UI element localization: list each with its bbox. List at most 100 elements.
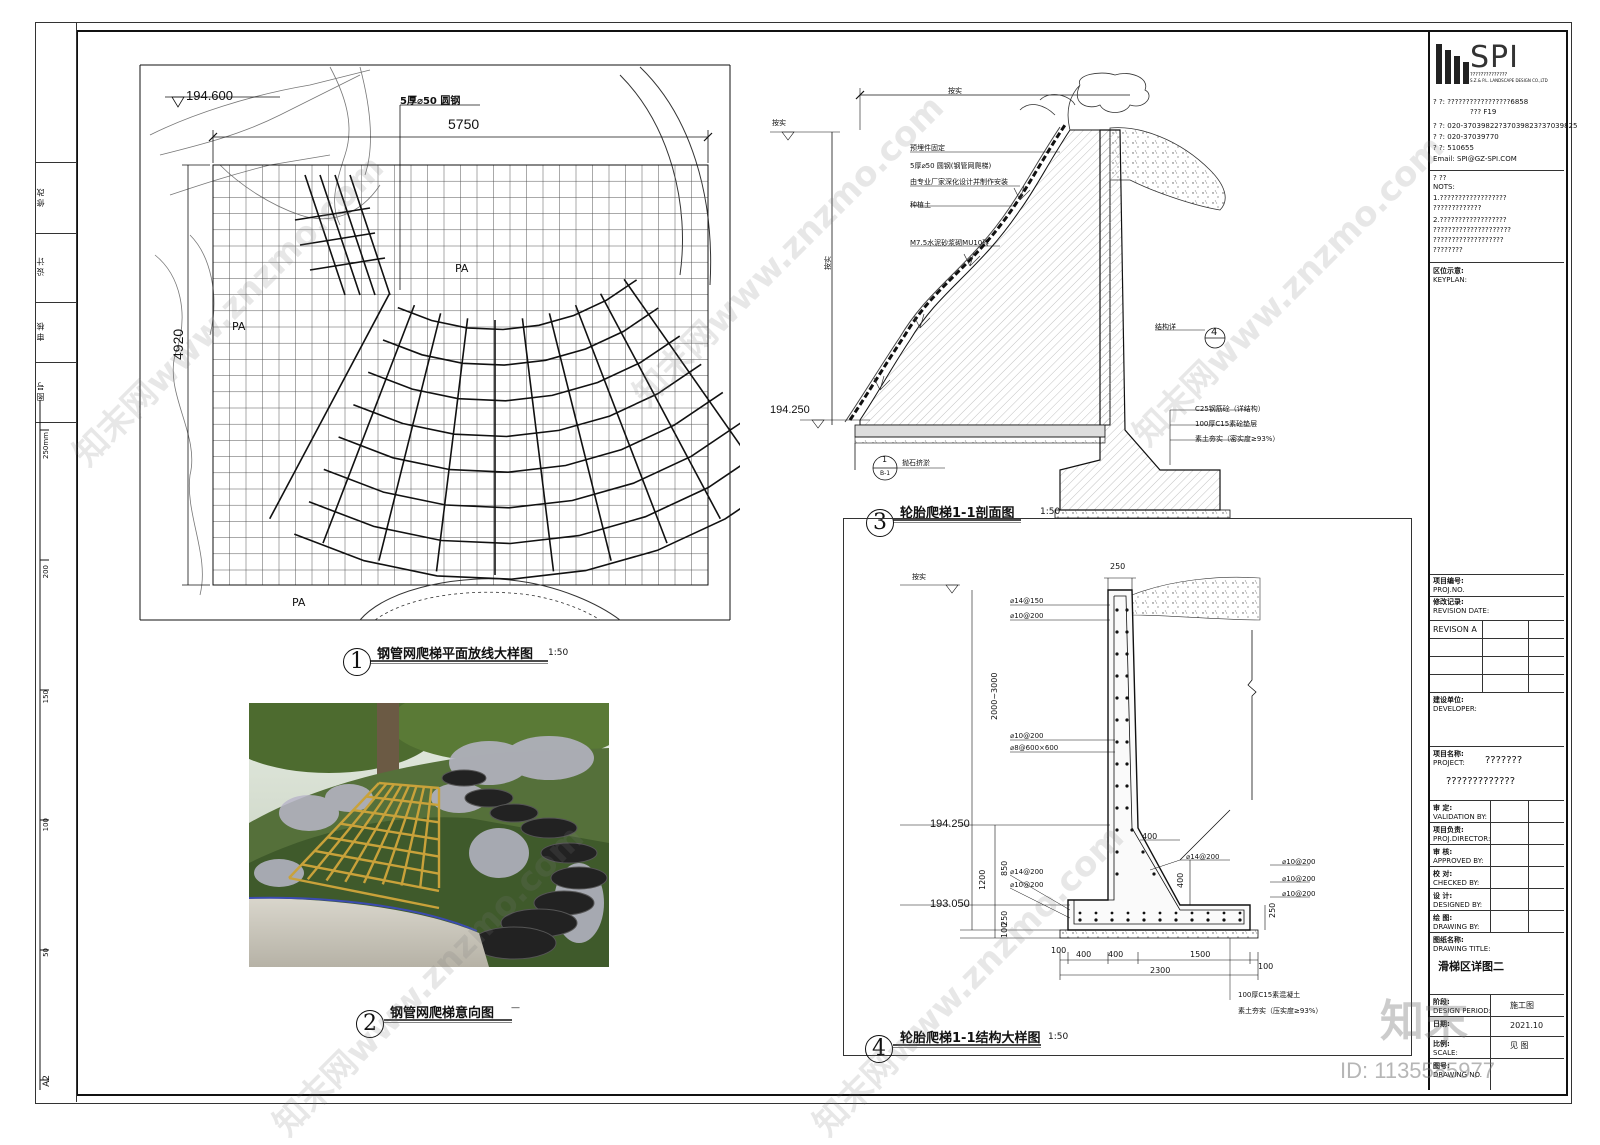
structure-dim-400-right: 400 <box>1176 872 1185 888</box>
company-name: ?????????????? <box>1470 72 1508 78</box>
structure-bar-left-3: ⌀10@200 <box>1010 732 1044 740</box>
project-label: 项目名称: <box>1433 750 1464 758</box>
photo-title-underline <box>384 1019 512 1023</box>
structure-dim-h-400b: 400 <box>1108 950 1124 959</box>
structure-elev-low: 193.050 <box>930 898 970 910</box>
structure-title-underline <box>893 1044 1041 1048</box>
structure-dim-h-1500: 1500 <box>1190 950 1211 959</box>
note-line-5: ??????????????????? <box>1433 236 1504 244</box>
project-value-1: ??????? <box>1485 755 1523 766</box>
approved-label: 审 核: <box>1433 848 1453 856</box>
section-right-note-1: C25钢筋砼（详结构） <box>1195 405 1265 413</box>
plan-title: 钢管网爬梯平面放线大样图 <box>377 647 534 662</box>
structure-number-circle: 4 <box>865 1035 893 1063</box>
structure-dim-250-right: 250 <box>1268 902 1277 918</box>
company-name-en: S.Z.& P.L. LANDSCAPE DESIGN CO.,LTD <box>1470 78 1548 83</box>
scale-label-en: SCALE: <box>1433 1049 1458 1057</box>
note-line-4: ????????????????????? <box>1433 226 1512 234</box>
director-label: 项目负责: <box>1433 826 1464 834</box>
section-struct-num: 4 <box>1211 327 1218 338</box>
keyplan-label-en: KEYPLAN: <box>1433 276 1467 284</box>
designed-label: 设 计: <box>1433 892 1453 900</box>
drawing-title-label-en: DRAWING TITLE: <box>1433 945 1491 953</box>
proj-no-label-en: PROJ.NO. <box>1433 586 1465 594</box>
photo-title-suffix: — <box>511 1003 520 1013</box>
designed-label-en: DESIGNED BY: <box>1433 901 1483 909</box>
structure-bar-left-2: ⌀10@200 <box>1010 612 1044 620</box>
section-scale: 1:50 <box>1040 507 1061 517</box>
company-fax: ? ?: 020-37039770 <box>1433 133 1499 141</box>
structure-dim-h-100a: 100 <box>1051 946 1067 955</box>
section-note-5: M7.5水泥砂浆砌MU10砖 <box>910 239 990 247</box>
strip-cell-3: 审 核 <box>36 322 45 342</box>
section-elevation: 194.250 <box>770 404 810 416</box>
left-ruler <box>39 400 49 1090</box>
structure-drawing <box>900 576 1310 1000</box>
validation-label: 审 定: <box>1433 804 1453 812</box>
structure-dim-400-top: 400 <box>1142 832 1158 841</box>
section-right-note-3: 素土夯实（密实度≥93%） <box>1195 435 1280 443</box>
company-address-1: ? ?: ?????????????????6858 <box>1433 98 1529 106</box>
drawing-no-label-en: DRAWING NO. <box>1433 1071 1482 1079</box>
ruler-label-50: 50 <box>42 948 50 957</box>
structure-bar-base-1: ⌀14@200 <box>1010 868 1044 876</box>
note-line-3: 2.?????????????????? <box>1433 216 1507 224</box>
structure-dim-h-100b: 100 <box>1258 962 1274 971</box>
section-title-underline <box>893 519 1021 523</box>
structure-bar-left-1: ⌀14@150 <box>1010 597 1044 605</box>
proj-no-label: 项目编号: <box>1433 577 1464 585</box>
plan-title-underline <box>370 660 548 664</box>
section-drawing <box>770 72 1250 519</box>
drawing-no-label: 图号: <box>1433 1062 1450 1070</box>
photo-title: 钢管网爬梯意向图 <box>390 1006 495 1021</box>
strip-cell-2: 设 计 <box>36 257 45 277</box>
structure-top-width: 250 <box>1110 562 1126 571</box>
scale-label: 比例: <box>1433 1040 1450 1048</box>
structure-elev-top: 按实 <box>912 573 926 581</box>
plan-number-circle: 1 <box>343 648 371 676</box>
structure-dim-h-400a: 400 <box>1076 950 1092 959</box>
plan-label-pa-2: PA <box>232 320 246 333</box>
period-value: 施工图 <box>1510 1001 1534 1010</box>
structure-bar-right-4: ⌀10@200 <box>1282 890 1316 898</box>
company-logo-icon <box>1436 44 1469 84</box>
revision-label: 修改记录: <box>1433 598 1464 606</box>
drawing-title-value: 滑梯区详图二 <box>1438 960 1504 973</box>
section-bottom-note: 抛石挤淤 <box>902 459 930 467</box>
ruler-label-200: 200 <box>42 565 50 579</box>
section-note-3: 由专业厂家深化设计并制作安装 <box>910 178 1008 186</box>
company-email: Email: SPI@GZ-SPI.COM <box>1433 155 1517 163</box>
structure-scale: 1:50 <box>1048 1032 1069 1042</box>
plan-dim-width: 5750 <box>448 116 480 132</box>
period-label: 阶段: <box>1433 998 1450 1006</box>
structure-dim-total: 2300 <box>1150 966 1171 975</box>
structure-dim-1200: 1200 <box>978 869 987 890</box>
section-title: 轮胎爬梯1-1剖面图 <box>900 506 1015 521</box>
section-note-2: 5厚⌀50 圆钢(钢管网爬梯) <box>910 162 992 170</box>
section-top-label: 按实 <box>948 87 962 95</box>
plan-callout: 5厚⌀50 圆钢 <box>400 96 461 107</box>
company-phone: ? ?: 020-37039822?37039823?37039825 <box>1433 122 1578 130</box>
ladder-concept-photo <box>249 703 609 967</box>
structure-title: 轮胎爬梯1-1结构大样图 <box>900 1031 1041 1046</box>
project-value-2: ????????????? <box>1446 776 1515 787</box>
keyplan-label: 区位示意: <box>1433 267 1464 275</box>
company-postcode: ? ?: 510655 <box>1433 144 1474 152</box>
ruler-label-100: 100 <box>42 818 50 832</box>
date-value: 2021.10 <box>1510 1021 1544 1030</box>
section-note-1: 预埋件固定 <box>910 144 945 152</box>
title-block: SPI ?????????????? S.Z.& P.L. LANDSCAPE … <box>1428 32 1577 1090</box>
structure-bar-right-2: ⌀10@200 <box>1282 858 1316 866</box>
image-id-watermark: ID: 1135585977 <box>1340 1058 1495 1083</box>
structure-elev-mid: 194.250 <box>930 818 970 830</box>
structure-foot-note-1: 100厚C15素混凝土 <box>1238 991 1301 999</box>
date-label: 日期: <box>1433 1020 1450 1028</box>
note-line-2: ????????????? <box>1433 204 1482 212</box>
sheet-outer-border <box>35 22 1572 1104</box>
ruler-label-150: 150 <box>42 690 50 704</box>
scale-value: 见 图 <box>1510 1041 1529 1050</box>
structure-foot-note-2: 素土夯实（压实度≥93%） <box>1238 1007 1323 1015</box>
notes-heading-en: NOTS: <box>1433 183 1455 191</box>
section-cut-label: 1 <box>882 455 888 464</box>
section-right-note-2: 100厚C15素砼垫层 <box>1195 420 1258 428</box>
